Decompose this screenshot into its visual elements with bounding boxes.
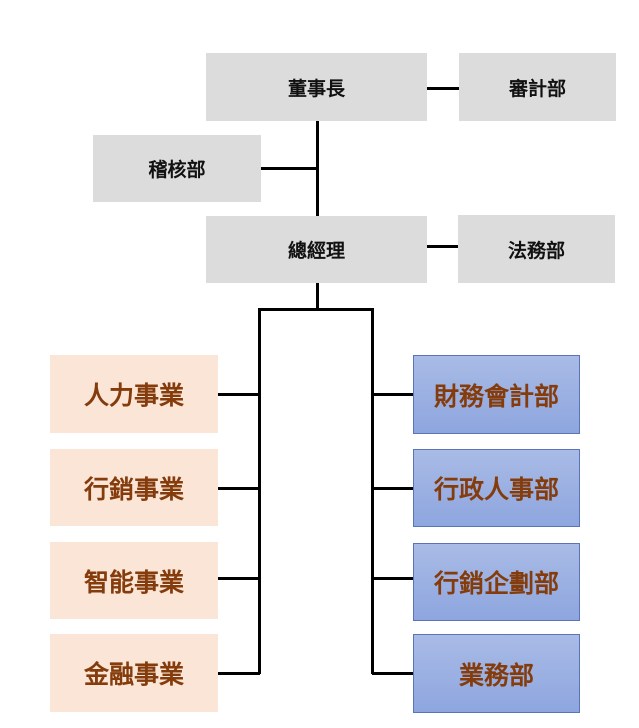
- business-unit-label: 人力事業: [83, 381, 184, 410]
- chairman-label: 董事長: [287, 77, 345, 100]
- business-unit-box: 人力事業: [50, 355, 218, 433]
- general-manager-box: 總經理: [206, 216, 427, 283]
- department-label: 行政人事部: [433, 475, 559, 504]
- business-unit-label: 行銷事業: [83, 474, 184, 504]
- business-branch-line: [218, 672, 260, 675]
- inspection-connector: [261, 167, 317, 170]
- chairman-gm-connector: [316, 121, 319, 216]
- business-unit-box: 行銷事業: [50, 449, 218, 526]
- audit-department-label: 審計部: [508, 77, 566, 100]
- business-unit-label: 智能事業: [83, 567, 184, 597]
- branch-top-connector: [259, 308, 373, 311]
- department-box: 業務部: [413, 634, 580, 713]
- business-branch-line: [218, 577, 260, 580]
- department-trunk-line: [371, 308, 374, 674]
- department-label: 行銷企劃部: [433, 569, 559, 598]
- audit-department-box: 審計部: [459, 53, 616, 121]
- department-branch-line: [372, 393, 413, 396]
- department-branch-line: [372, 487, 413, 490]
- department-box: 財務會計部: [413, 355, 580, 434]
- legal-department-label: 法務部: [507, 239, 565, 262]
- legal-department-box: 法務部: [458, 215, 615, 283]
- inspection-department-box: 稽核部: [93, 135, 261, 202]
- business-unit-box: 智能事業: [50, 542, 218, 619]
- department-label: 財務會計部: [433, 381, 559, 411]
- general-manager-label: 總經理: [287, 240, 345, 262]
- inspection-department-label: 稽核部: [148, 159, 206, 181]
- gm-down-connector: [316, 283, 319, 309]
- chairman-audit-connector: [427, 87, 459, 90]
- business-branch-line: [218, 393, 260, 396]
- department-label: 業務部: [458, 660, 534, 690]
- business-unit-label: 金融事業: [83, 660, 184, 689]
- department-box: 行銷企劃部: [413, 543, 580, 621]
- business-trunk-line: [258, 308, 261, 674]
- chairman-box: 董事長: [206, 53, 427, 121]
- gm-legal-connector: [427, 245, 458, 248]
- department-box: 行政人事部: [413, 449, 580, 527]
- business-branch-line: [218, 487, 260, 490]
- business-unit-box: 金融事業: [50, 634, 218, 712]
- department-branch-line: [372, 672, 413, 675]
- department-branch-line: [372, 577, 413, 580]
